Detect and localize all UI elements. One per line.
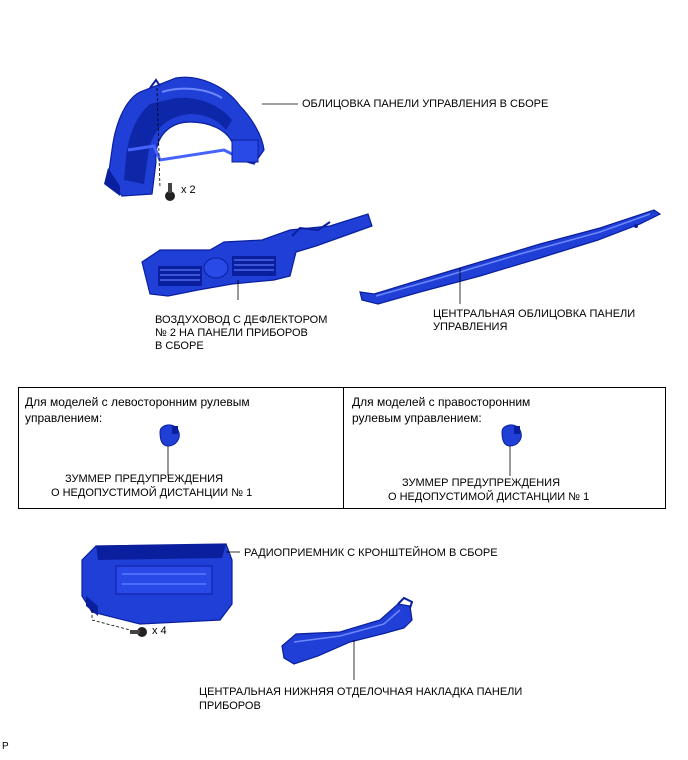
dash-bezel-part <box>104 76 265 197</box>
air-duct-label-line2: № 2 НА ПАНЕЛИ ПРИБОРОВ <box>155 327 308 339</box>
radio-screw-icon <box>130 627 147 637</box>
lower-trim-label-line2: ПРИБОРОВ <box>199 700 261 712</box>
figure-code: P <box>2 741 9 752</box>
radio-part <box>81 543 233 625</box>
lhd-buzzer-label-line1: ЗУММЕР ПРЕДУПРЕЖДЕНИЯ <box>65 473 224 485</box>
rhd-buzzer-label-line2: О НЕДОПУСТИМОЙ ДИСТАНЦИИ № 1 <box>388 491 590 503</box>
center-trim-label-line1: ЦЕНТРАЛЬНАЯ ОБЛИЦОВКА ПАНЕЛИ <box>433 308 636 320</box>
rhd-header-line1: Для моделей с правосторонним <box>352 395 531 409</box>
lower-trim-label-line1: ЦЕНТРАЛЬНАЯ НИЖНЯЯ ОТДЕЛОЧНАЯ НАКЛАДКА П… <box>199 686 523 698</box>
bezel-screw-qty: x 2 <box>181 184 196 196</box>
center-trim-label-line2: УПРАВЛЕНИЯ <box>433 321 508 333</box>
dash-bezel-label: ОБЛИЦОВКА ПАНЕЛИ УПРАВЛЕНИЯ В СБОРЕ <box>302 98 549 110</box>
rhd-buzzer-icon <box>501 424 522 447</box>
bezel-screw-leader <box>156 87 161 189</box>
air-duct-part <box>141 213 373 297</box>
radio-screw-qty: x 4 <box>152 625 167 637</box>
radio-screw-leader <box>91 610 131 631</box>
variant-box <box>18 387 666 509</box>
radio-label: РАДИОПРИЕМНИК С КРОНШТЕЙНОМ В СБОРЕ <box>244 547 498 559</box>
center-trim-part <box>359 209 662 305</box>
air-duct-label-line3: В СБОРЕ <box>155 340 204 352</box>
lhd-buzzer-icon <box>159 424 180 447</box>
lhd-header-line2: управлением: <box>25 411 103 425</box>
rhd-header-line2: рулевым управлением: <box>352 411 482 425</box>
lhd-buzzer-label-line2: О НЕДОПУСТИМОЙ ДИСТАНЦИИ № 1 <box>51 487 253 499</box>
air-duct-label-line1: ВОЗДУХОВОД С ДЕФЛЕКТОРОМ <box>155 314 328 326</box>
rhd-buzzer-label-line1: ЗУММЕР ПРЕДУПРЕЖДЕНИЯ <box>402 477 561 489</box>
lower-trim-part <box>281 596 414 665</box>
bezel-screw-icon <box>165 183 175 201</box>
lhd-header-line1: Для моделей с левосторонним рулевым <box>25 395 250 409</box>
